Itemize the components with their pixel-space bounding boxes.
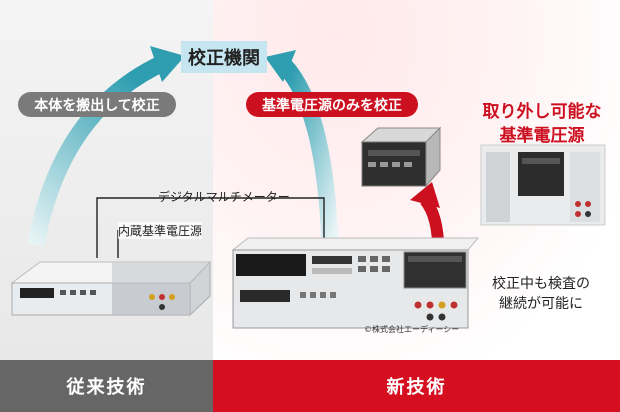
note-line2: 継続が可能に [499, 296, 583, 312]
conventional-instrument [10, 260, 212, 317]
module-photo-inset [480, 144, 606, 226]
new-technology-bar: 新技術 [213, 360, 620, 412]
new-label-pill: 基準電圧源のみを校正 [246, 92, 418, 117]
right-arrow-head [265, 50, 296, 82]
conventional-technology-label: 従来技術 [66, 377, 147, 398]
right-calibration-arrow [278, 60, 339, 246]
conventional-label-pill: 本体を搬出して校正 [18, 92, 176, 117]
calibration-agency-box: 校正機関 [181, 41, 267, 73]
left-calibration-arrow [27, 54, 169, 247]
new-instrument [231, 237, 480, 329]
dmm-label: デジタルマルチメーター [158, 190, 290, 204]
removed-reference-module [360, 126, 442, 188]
removable-reference-title: 取り外し可能な 基準電圧源 [478, 100, 606, 148]
red-arrow-head [410, 182, 440, 208]
continuation-note: 校正中も検査の 継続が可能に [476, 274, 606, 314]
calibration-agency-title: 校正機関 [188, 48, 260, 69]
copyright-text: ©株式会社エーディーシー [364, 325, 460, 334]
note-line1: 校正中も検査の [492, 276, 590, 292]
left-arrow-head [150, 46, 185, 82]
new-label-text: 基準電圧源のみを校正 [262, 97, 402, 114]
conventional-label-text: 本体を搬出して校正 [34, 97, 160, 114]
removable-title-line1: 取り外し可能な [482, 102, 602, 122]
dmm-callout-line [96, 197, 325, 258]
conventional-technology-bar: 従来技術 [0, 360, 213, 412]
new-technology-label: 新技術 [386, 377, 447, 398]
removable-title-line2: 基準電圧源 [499, 126, 585, 146]
internal-ref-label: 内蔵基準電圧源 [118, 222, 203, 239]
